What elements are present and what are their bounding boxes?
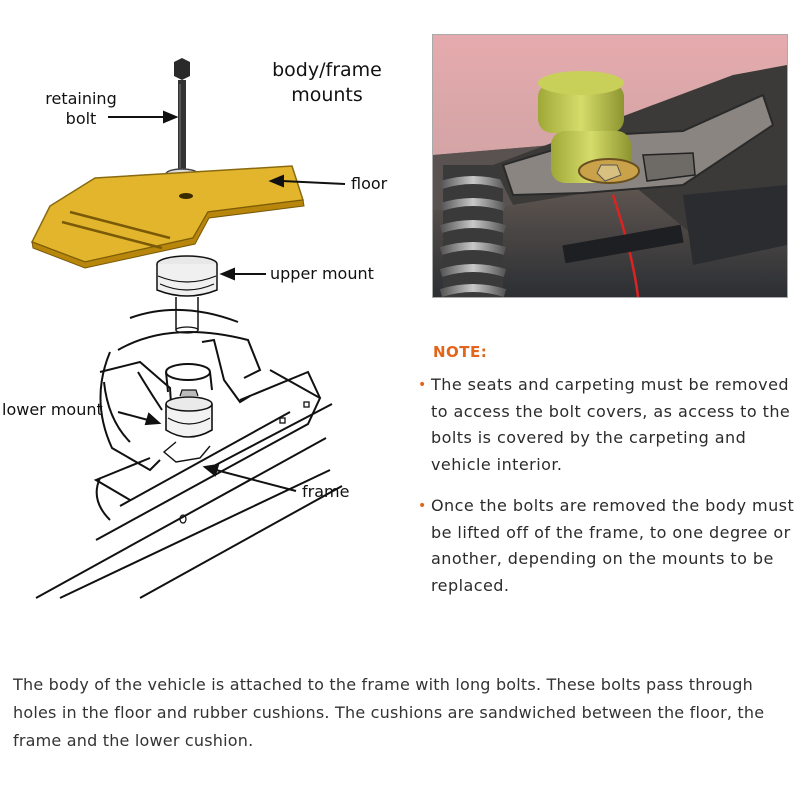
note-item: • The seats and carpeting must be remove… [418,372,800,478]
frame-drawing [35,308,343,599]
body-frame-mount-diagram: body/frame mounts retaining bolt floor u… [0,0,420,600]
description-paragraph: The body of the vehicle is attached to t… [13,675,765,750]
note-item-text: Once the bolts are removed the body must… [431,496,795,595]
note-heading: NOTE: [433,343,488,361]
bushing [538,71,640,184]
diagram-title: body/frame mounts [272,59,382,106]
diagram-drawing [30,58,346,599]
photo-illustration [433,35,787,297]
lower-mount [162,389,213,463]
coil-spring [439,165,507,297]
body-mount-photo [432,34,788,298]
retaining-bolt-label: retaining bolt [45,89,117,128]
note-item-text: The seats and carpeting must be removed … [431,375,791,474]
lower-mount-label: lower mount [2,400,103,419]
note-item: • Once the bolts are removed the body mu… [418,493,800,599]
bullet-icon: • [418,498,427,514]
leader-arrows [108,110,346,492]
floor-panel [30,165,305,269]
bullet-icon: • [418,377,427,393]
upper-mount [156,255,218,334]
upper-mount-label: upper mount [270,264,374,283]
frame-label: frame [302,482,350,501]
floor-label: floor [351,174,388,193]
